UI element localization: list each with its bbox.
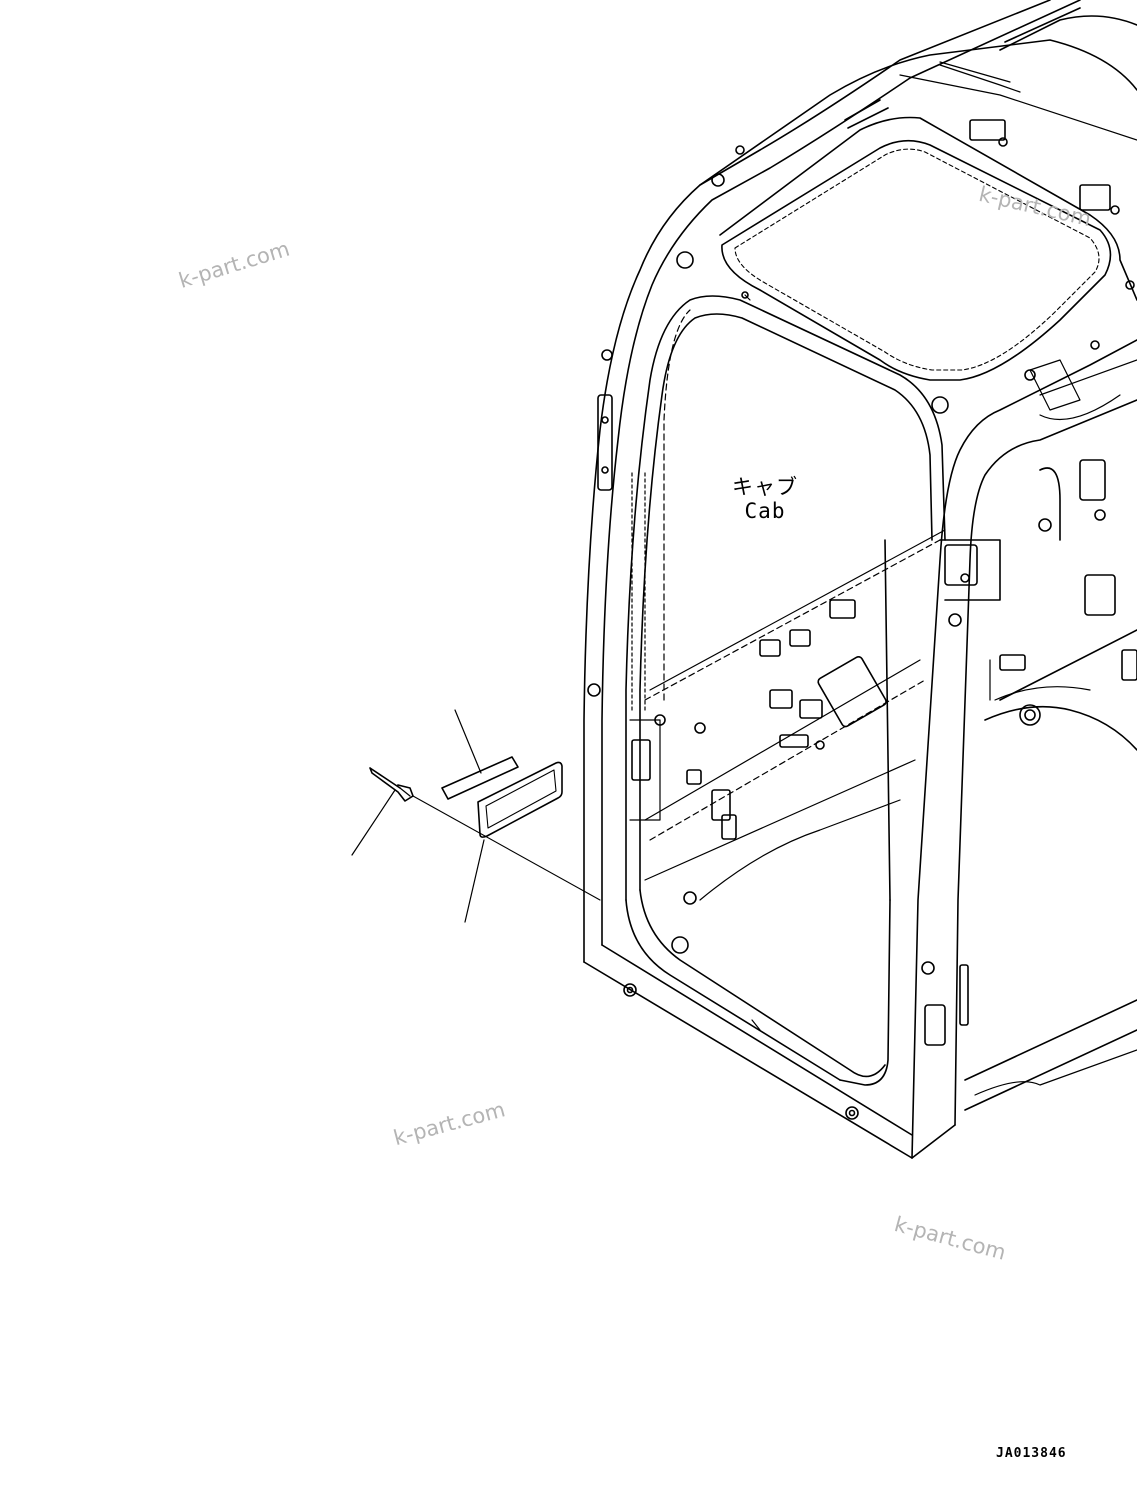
- leader-line-strip: [454, 709, 482, 774]
- strip-part: [441, 756, 519, 800]
- rivet-part: [369, 767, 414, 802]
- assembly-line: [412, 795, 601, 901]
- cab-label: キャブ Cab: [720, 475, 810, 523]
- leader-line-rivet: [351, 789, 396, 856]
- cab-label-jp: キャブ: [732, 475, 798, 499]
- cab-frame: [583, 0, 1137, 1159]
- cover-plate-part: [477, 761, 563, 838]
- exploded-parts: [351, 709, 601, 923]
- drawing-code: JA013846: [996, 1446, 1067, 1461]
- leader-line-plate: [464, 839, 485, 923]
- cab-label-en: Cab: [744, 499, 786, 523]
